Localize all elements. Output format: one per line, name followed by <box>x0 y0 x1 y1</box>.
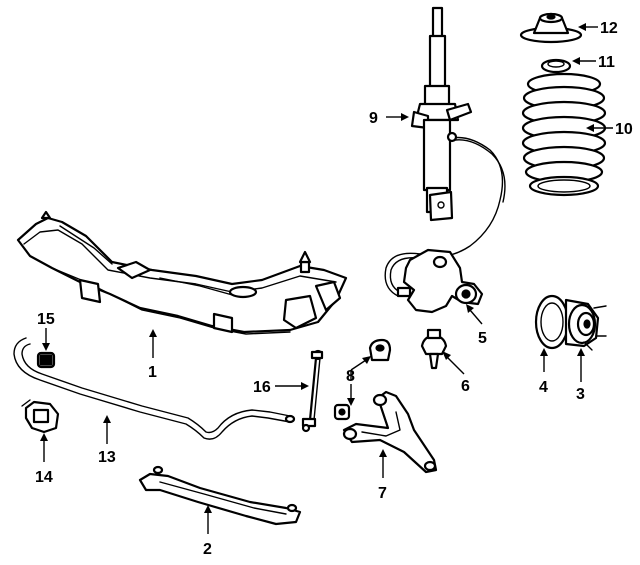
callout-16: 16 <box>253 379 271 396</box>
callout-labels: 12 11 10 9 5 6 4 3 8 7 1 16 15 13 14 2 <box>35 20 633 558</box>
callout-6: 6 <box>461 378 470 395</box>
stabilizer-bracket <box>21 399 60 434</box>
spring-isolator <box>540 58 572 74</box>
callout-2: 2 <box>203 541 212 558</box>
leader-lines <box>40 23 613 534</box>
callout-14: 14 <box>35 469 53 486</box>
stabilizer-bushing <box>36 351 56 369</box>
callout-8: 8 <box>346 368 355 385</box>
stabilizer-link <box>301 349 324 433</box>
callout-7: 7 <box>378 485 387 502</box>
callout-11: 11 <box>598 54 615 71</box>
coil-spring <box>521 72 607 197</box>
control-arm-bushings <box>333 338 392 421</box>
callout-13: 13 <box>98 449 116 466</box>
callout-10: 10 <box>615 121 633 138</box>
callout-9: 9 <box>369 110 378 127</box>
tie-bar-brace <box>138 465 302 526</box>
callout-1: 1 <box>148 364 157 381</box>
steering-knuckle <box>384 248 484 314</box>
lower-control-arm <box>342 390 438 474</box>
callout-3: 3 <box>576 386 585 403</box>
callout-15: 15 <box>37 311 55 328</box>
callout-4: 4 <box>539 379 548 396</box>
ball-joint <box>420 328 448 370</box>
callout-5: 5 <box>478 330 487 347</box>
upper-spring-mount <box>519 12 583 44</box>
front-crossmember <box>16 210 348 335</box>
callout-12: 12 <box>600 20 618 37</box>
stabilizer-bar <box>13 337 296 440</box>
wheel-hub-bearing <box>534 294 607 351</box>
strut-assembly <box>410 6 506 258</box>
